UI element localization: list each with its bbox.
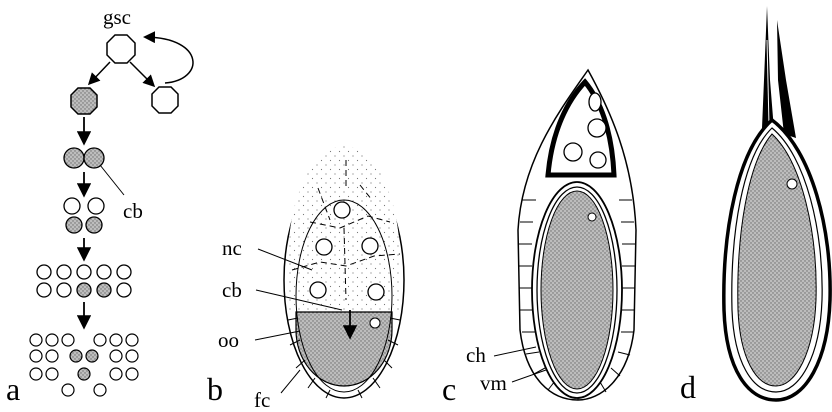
ch-label: ch [466,343,486,367]
panel-b: nc cb oo fc b [207,146,404,412]
gsc-label: gsc [103,5,131,29]
nc-label: nc [222,236,242,260]
oocyte-nucleus [370,318,380,328]
panel-letter-b: b [207,371,223,407]
cystoblast-cell [71,88,97,114]
panel-a: gsc cb [6,5,193,407]
daughter-stem-cell [152,87,178,113]
oocyte-c [541,191,613,389]
vm-label: vm [480,371,507,395]
germline-stem-cell [107,35,135,63]
eight-cell-cyst [37,265,131,297]
panel-letter-d: d [680,369,696,405]
fc-label: fc [254,388,270,412]
oo-label: oo [218,328,239,352]
panel-c: ch vm c [442,70,636,407]
panel-letter-a: a [6,371,20,407]
self-renewal-arrow [146,37,193,83]
panel-letter-c: c [442,371,456,407]
two-cell-cyst [64,148,104,168]
oocyte-nucleus-d [787,179,797,189]
division-arrow-right [130,62,153,85]
oocyte-nucleus-c [588,213,596,221]
cb-label-a: cb [123,199,143,223]
fc-pointer [281,370,300,393]
four-cell-cyst [64,198,104,233]
division-arrow-left [90,62,110,83]
cb-label-b: cb [222,278,242,302]
cb-pointer-a [100,165,124,195]
panel-d: d [680,6,830,405]
sixteen-cell-cyst [30,334,138,396]
dorsal-appendage-right [777,20,796,138]
